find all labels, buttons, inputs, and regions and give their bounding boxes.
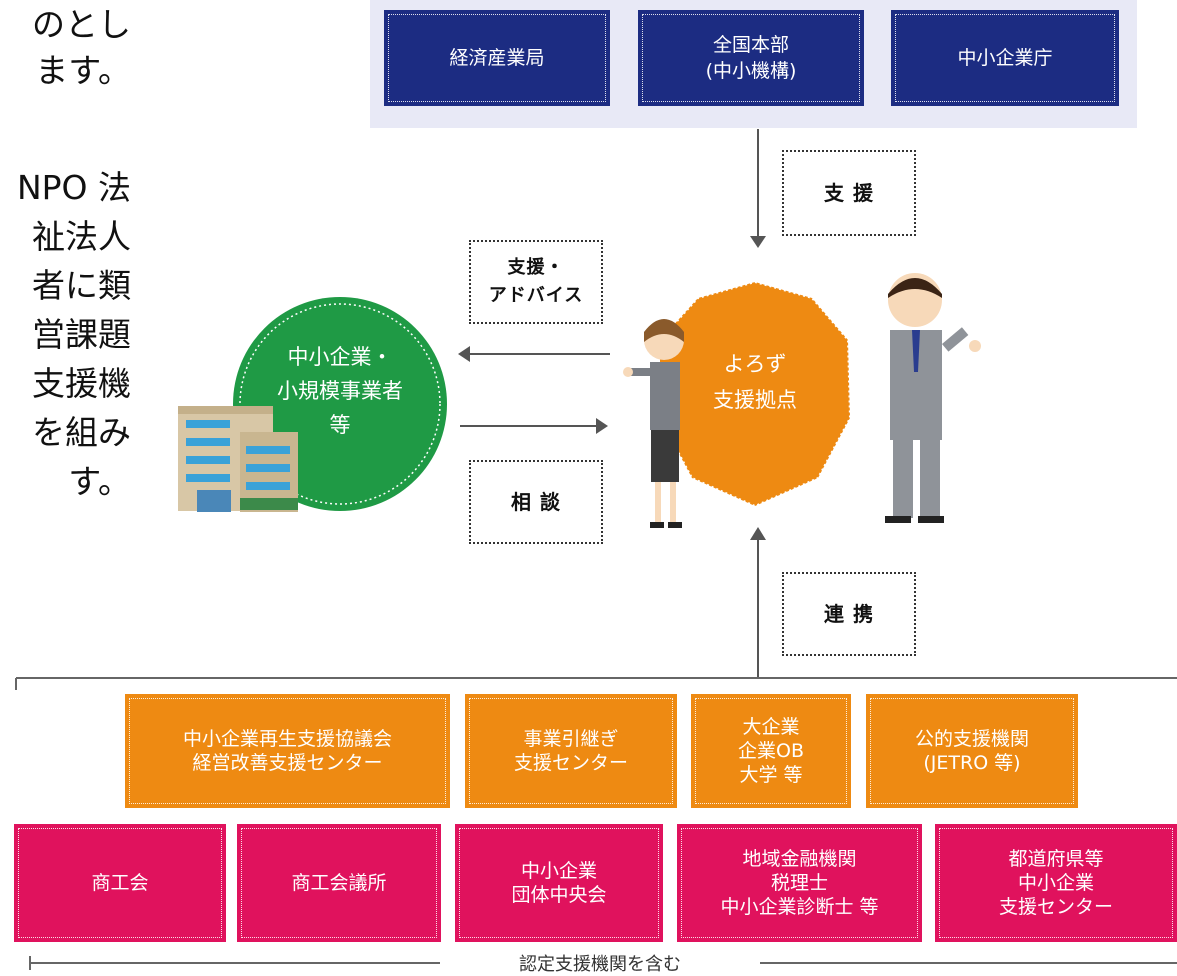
partner-label: 大企業 企業OB 大学 等 [738,716,804,786]
partner-label: 商工会議所 [291,872,387,894]
side-line: のとし [32,5,131,44]
partner-box-pink: 都道府県等 中小企業 支援センター [935,824,1177,942]
partner-label: 都道府県等 中小企業 支援センター [998,848,1113,918]
partner-box-pink: 地域金融機関 税理士 中小企業診断士 等 [677,824,922,942]
side-line: す。 [68,462,131,501]
government-band: 経済産業局 全国本部 (中小機構) 中小企業庁 [370,0,1137,128]
label-text: 連 携 [824,602,874,626]
side-line: を組み [32,413,131,452]
side-line: ます。 [35,51,131,90]
partner-box-pink: 中小企業 団体中央会 [455,824,663,942]
arrow-head-icon [458,346,470,362]
building-icon [178,406,298,512]
yorozu-hub-shape [659,280,852,508]
agency-box: 経済産業局 [384,10,610,106]
partner-label: 事業引継ぎ 支援センター [513,728,628,774]
label-consult: 相 談 [469,460,603,544]
partner-label: 商工会 [91,872,149,894]
partner-box-orange: 公的支援機関 (JETRO 等) [866,694,1078,808]
certified-note: 認定支援機関を含む [519,954,681,975]
partner-box-pink: 商工会 [14,824,226,942]
arrow-head-icon [750,527,766,540]
agency-label: 中小企業庁 [957,47,1053,69]
sme-circle-label: 中小企業・ 小規模事業者 等 [277,345,403,437]
arrow-head-icon [596,418,608,434]
woman-illustration [623,319,684,528]
agency-box: 全国本部 (中小機構) [638,10,864,106]
arrow-head-icon [750,236,766,248]
man-illustration [885,273,981,523]
label-text: 支 援 [824,181,874,205]
label-text: 相 談 [511,490,561,514]
side-line: 営課題 [32,315,131,354]
partner-label: 中小企業 団体中央会 [511,860,607,906]
partner-label: 公的支援機関 (JETRO 等) [914,728,1029,774]
label-support-top: 支 援 [782,150,916,236]
label-cooperation: 連 携 [782,572,916,656]
side-line: 支援機 [32,364,131,403]
partner-box-orange: 中小企業再生支援協議会 経営改善支援センター [125,694,450,808]
side-line: 者に類 [32,266,131,305]
agency-label: 経済産業局 [449,47,545,69]
partner-label: 地域金融機関 税理士 中小企業診断士 等 [720,848,879,918]
partner-label: 中小企業再生支援協議会 経営改善支援センター [182,728,392,774]
yorozu-hub-label: よろず 支援拠点 [713,352,797,412]
partner-box-orange: 大企業 企業OB 大学 等 [691,694,851,808]
agency-box: 中小企業庁 [891,10,1119,106]
label-text: 支援・ アドバイス [488,257,584,306]
partner-box-orange: 事業引継ぎ 支援センター [465,694,677,808]
label-support-advice: 支援・ アドバイス [469,240,603,324]
side-line: NPO 法 [16,168,131,207]
side-line: 祉法人 [32,217,131,256]
partner-box-pink: 商工会議所 [237,824,441,942]
agency-label: 全国本部 (中小機構) [705,34,797,82]
